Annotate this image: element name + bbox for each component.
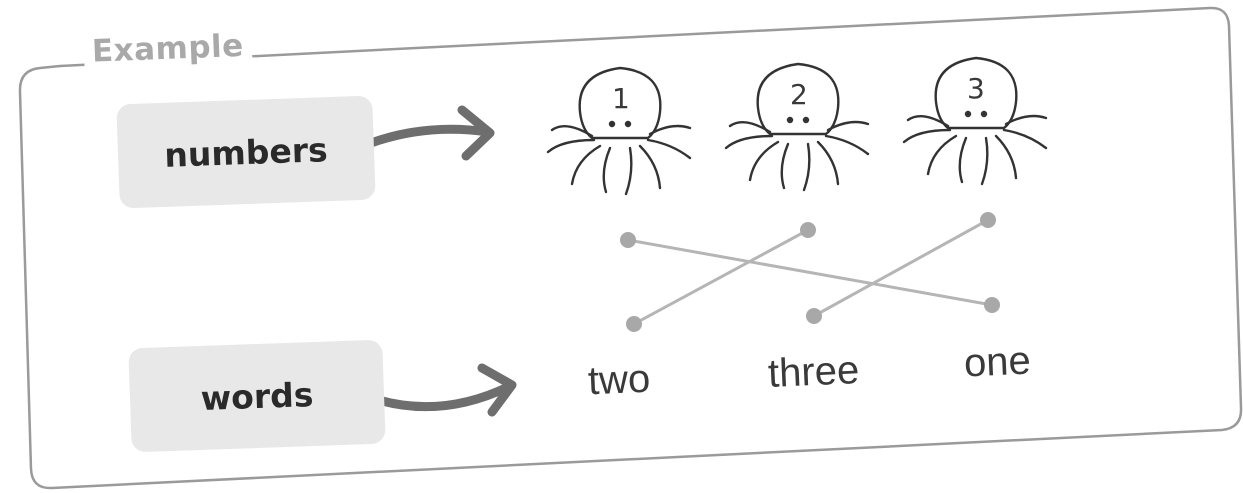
octopus-icon: 1 <box>546 66 692 196</box>
match-line <box>626 238 994 307</box>
octopus-icon: 2 <box>724 62 870 192</box>
words-label: words <box>128 339 386 453</box>
octopus-number: 1 <box>612 82 630 115</box>
word-dot[interactable] <box>626 316 642 332</box>
match-line <box>632 228 810 326</box>
number-dot[interactable] <box>620 232 636 248</box>
frame-border <box>18 6 1243 490</box>
word-option: three <box>767 348 861 396</box>
word-dot[interactable] <box>806 308 822 324</box>
word-option: one <box>963 338 1032 386</box>
number-dot[interactable] <box>800 222 816 238</box>
octopus-number: 2 <box>790 78 808 111</box>
match-lines <box>626 218 994 326</box>
curved-arrow-icon <box>367 363 517 417</box>
curved-arrow-icon <box>353 105 495 161</box>
number-dot[interactable] <box>980 212 996 228</box>
match-dots[interactable] <box>620 212 1000 332</box>
example-heading: Example <box>83 27 253 70</box>
word-dot[interactable] <box>984 297 1000 313</box>
numbers-label: numbers <box>116 95 376 209</box>
match-line <box>812 218 990 318</box>
octopus-icon: 3 <box>902 56 1048 186</box>
octopus-number: 3 <box>967 72 985 105</box>
word-option: two <box>587 356 652 404</box>
